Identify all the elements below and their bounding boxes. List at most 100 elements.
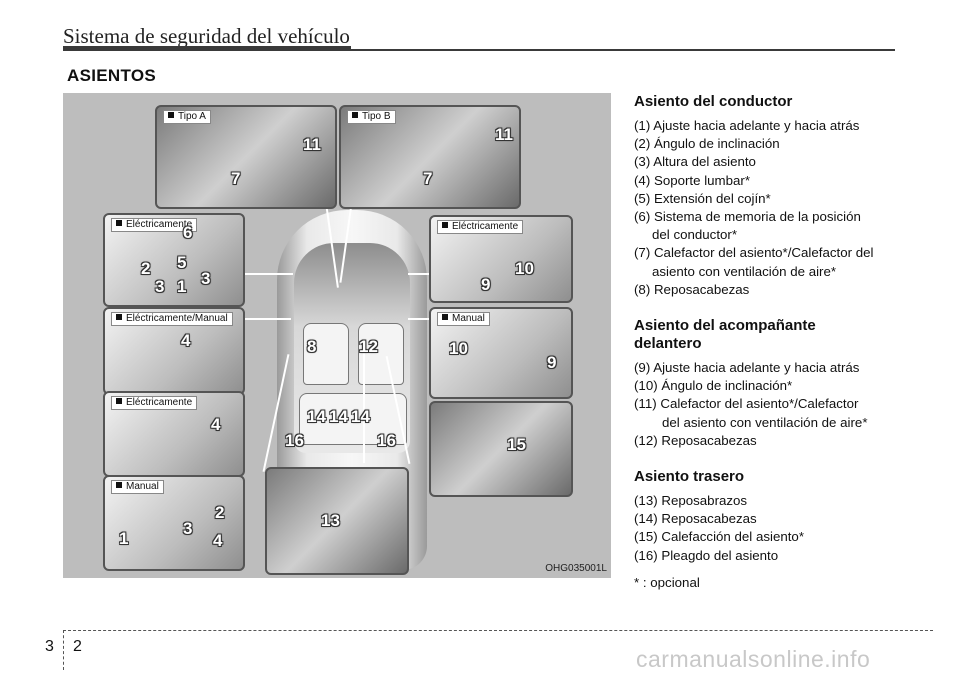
seat-diagram-figure: 8 12 14 14 14 16 16 Tipo A 11 7 Tipo B 1… — [63, 93, 611, 578]
panel-label-text: Eléctricamente — [452, 221, 519, 232]
rear-seat — [299, 393, 407, 445]
panel-label-tipo-b: Tipo B — [347, 110, 396, 124]
panel-label-text: Eléctricamente — [126, 397, 193, 408]
callout-14: 14 — [329, 407, 348, 426]
list-item: (13) Reposabrazos — [634, 493, 748, 509]
list-item: (12) Reposacabezas — [634, 432, 757, 448]
callout-9: 9 — [547, 353, 557, 372]
list-item: (15) Calefacción del asiento* — [634, 529, 805, 545]
figure-code: OHG035001L — [545, 563, 607, 574]
callout-3: 3 — [155, 277, 165, 296]
bullet-icon — [116, 314, 122, 320]
list-item: (5) Extensión del cojín* — [634, 190, 771, 206]
rear-seat-list: (13) Reposabrazos (14) Reposacabezas (15… — [634, 492, 914, 565]
panel-label-electric-right: Eléctricamente — [437, 220, 524, 234]
list-item: (8) Reposacabezas — [634, 281, 750, 297]
leader-line — [243, 273, 293, 275]
list-item: (16) Pleagdo del asiento — [634, 547, 779, 563]
callout-10: 10 — [449, 339, 468, 358]
legend-column: Asiento del conductor (1) Ajuste hacia a… — [634, 93, 914, 590]
panel-rear-seat-heater: 15 — [429, 401, 573, 497]
leader-line — [363, 343, 365, 463]
panel-label-text: Eléctricamente — [126, 219, 193, 230]
bullet-icon — [116, 482, 122, 488]
panel-tipo-b: Tipo B 11 7 — [339, 105, 521, 209]
callout-6: 6 — [183, 223, 193, 242]
driver-seat-title: Asiento del conductor — [634, 93, 793, 110]
callout-4: 4 — [211, 415, 221, 434]
panel-label-text: Manual — [452, 313, 485, 324]
list-item: (6) Sistema de memoria de la posición — [634, 209, 861, 225]
callout-3: 3 — [201, 269, 211, 288]
panel-rear-armrest: 13 — [265, 467, 409, 575]
bullet-icon — [442, 314, 448, 320]
driver-seat-list: (1) Ajuste hacia adelante y hacia atrás … — [634, 117, 914, 299]
passenger-seat-list: (9) Ajuste hacia adelante y hacia atrás … — [634, 359, 914, 450]
front-right-seat — [358, 323, 404, 385]
bullet-icon — [168, 112, 174, 118]
callout-11: 11 — [303, 135, 321, 154]
callout-4: 4 — [181, 331, 191, 350]
list-item: (14) Reposacabezas — [634, 511, 757, 527]
list-item: (7) Calefactor del asiento*/Calefactor d… — [634, 245, 874, 261]
chapter-number: 3 — [45, 638, 54, 655]
panel-label-text: Tipo A — [178, 111, 206, 122]
callout-4: 4 — [213, 531, 223, 550]
panel-driver-electric: Eléctricamente 6 5 2 3 3 1 — [103, 213, 245, 307]
panel-driver-electric-2: Eléctricamente 4 — [103, 391, 245, 477]
list-item: (3) Altura del asiento — [634, 154, 756, 170]
callout-12: 12 — [359, 337, 378, 356]
watermark: carmanualsonline.info — [636, 646, 871, 672]
list-item: del conductor* — [634, 226, 914, 244]
panel-label-electric: Eléctricamente — [111, 218, 198, 232]
bullet-icon — [116, 220, 122, 226]
list-item: (4) Soporte lumbar* — [634, 172, 751, 188]
panel-label-text: Tipo B — [362, 111, 391, 122]
page-header-title: Sistema de seguridad del vehículo — [63, 24, 350, 48]
callout-1: 1 — [177, 277, 187, 296]
page-number: 2 — [73, 638, 82, 655]
callout-10: 10 — [515, 259, 534, 278]
list-item: (2) Ángulo de inclinación — [634, 136, 780, 152]
callout-15: 15 — [507, 435, 526, 454]
panel-label-manual: Manual — [111, 480, 164, 494]
callout-5: 5 — [177, 253, 187, 272]
list-item: (10) Ángulo de inclinación* — [634, 378, 793, 394]
panel-label-electric-manual: Eléctricamente/Manual — [111, 312, 233, 326]
callout-2: 2 — [215, 503, 225, 522]
list-item: (11) Calefactor del asiento*/Calefactor — [634, 396, 859, 412]
footer-divider — [63, 630, 64, 670]
panel-driver-manual: Manual 2 3 1 4 — [103, 475, 245, 571]
list-item: asiento con ventilación de aire* — [634, 263, 914, 281]
rear-seat-title: Asiento trasero — [634, 468, 745, 486]
header-rule — [63, 46, 351, 51]
section-title: ASIENTOS — [67, 66, 156, 85]
footer-rule — [63, 630, 933, 631]
leader-line — [408, 273, 430, 275]
list-item-continuation: del conductor* — [652, 227, 738, 243]
panel-label-manual-right: Manual — [437, 312, 490, 326]
list-item-continuation: asiento con ventilación de aire* — [652, 263, 837, 279]
panel-driver-electric-manual: Eléctricamente/Manual 4 — [103, 307, 245, 395]
bullet-icon — [352, 112, 358, 118]
callout-11: 11 — [495, 125, 513, 144]
leader-line — [243, 318, 291, 320]
callout-8: 8 — [307, 337, 317, 356]
callout-16: 16 — [377, 431, 396, 450]
callout-1: 1 — [119, 529, 129, 548]
callout-16: 16 — [285, 431, 304, 450]
bullet-icon — [442, 222, 448, 228]
list-item: (1) Ajuste hacia adelante y hacia atrás — [634, 118, 860, 133]
panel-label-tipo-a: Tipo A — [163, 110, 211, 124]
optional-note: * : opcional — [634, 574, 700, 590]
callout-2: 2 — [141, 259, 151, 278]
callout-13: 13 — [321, 511, 340, 530]
panel-label-electric-2: Eléctricamente — [111, 396, 198, 410]
leader-line — [408, 318, 430, 320]
panel-label-text: Manual — [126, 481, 159, 492]
panel-label-text: Eléctricamente/Manual — [126, 313, 228, 324]
callout-3: 3 — [183, 519, 193, 538]
panel-passenger-manual: Manual 10 9 — [429, 307, 573, 399]
list-item: del asiento con ventilación de aire* — [634, 414, 914, 432]
bullet-icon — [116, 398, 122, 404]
